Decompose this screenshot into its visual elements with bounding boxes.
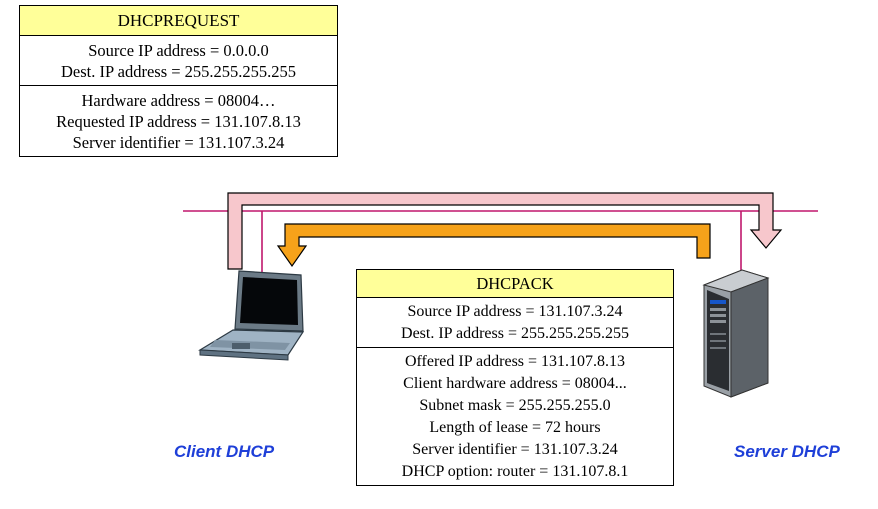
dhcprequest-box: DHCPREQUEST Source IP address = 0.0.0.0 … xyxy=(19,5,338,157)
client-dhcp-label: Client DHCP xyxy=(174,442,275,461)
dhcpack-ip-section: Source IP address = 131.107.3.24 Dest. I… xyxy=(357,298,673,347)
dhcpack-dest-ip: Dest. IP address = 255.255.255.255 xyxy=(401,325,629,342)
dhcpack-box: DHCPACK Source IP address = 131.107.3.24… xyxy=(356,269,674,486)
dhcprequest-ip-section: Source IP address = 0.0.0.0 Dest. IP add… xyxy=(20,36,337,85)
dhcprequest-title: DHCPREQUEST xyxy=(20,6,337,36)
dhcprequest-server-identifier: Server identifier = 131.107.3.24 xyxy=(72,133,285,152)
dhcpack-source-ip: Source IP address = 131.107.3.24 xyxy=(407,303,623,320)
server-tower-icon xyxy=(702,269,770,398)
server-dhcp-label: Server DHCP xyxy=(734,442,840,461)
dhcprequest-source-ip: Source IP address = 0.0.0.0 xyxy=(88,41,269,60)
request-arrow xyxy=(227,192,783,270)
dhcpack-offered-ip: Offered IP address = 131.107.8.13 xyxy=(404,353,626,370)
dhcprequest-requested-ip: Requested IP address = 131.107.8.13 xyxy=(56,112,301,131)
dhcprequest-options-section: Hardware address = 08004… Requested IP a… xyxy=(20,85,337,156)
dhcpack-router-option: DHCP option: router = 131.107.8.1 xyxy=(401,463,629,480)
dhcpack-options-section: Offered IP address = 131.107.8.13 Client… xyxy=(357,347,673,485)
dhcpack-server-identifier: Server identifier = 131.107.3.24 xyxy=(412,441,618,458)
dhcprequest-dest-ip: Dest. IP address = 255.255.255.255 xyxy=(60,62,297,81)
dhcpack-subnet-mask: Subnet mask = 255.255.255.0 xyxy=(419,397,611,414)
dhcpack-client-hardware-address: Client hardware address = 08004... xyxy=(403,375,627,392)
dhcpack-lease-length: Length of lease = 72 hours xyxy=(429,419,601,436)
ack-arrow xyxy=(276,223,711,268)
dhcprequest-hardware-address: Hardware address = 08004… xyxy=(81,91,276,110)
dhcpack-title: DHCPACK xyxy=(357,270,673,298)
laptop-icon xyxy=(198,270,305,361)
